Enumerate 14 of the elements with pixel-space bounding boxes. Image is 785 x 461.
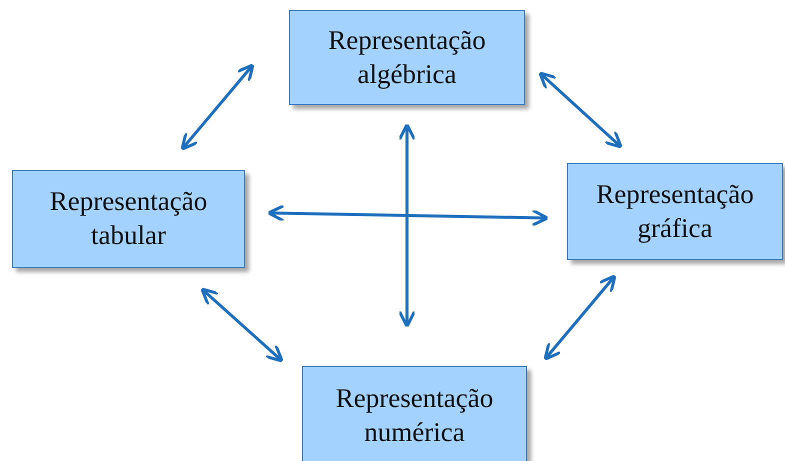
box-label: Representação algébrica	[327, 24, 487, 91]
process-box	[12, 170, 245, 268]
double-arrow	[200, 288, 284, 362]
double-arrow	[538, 72, 623, 148]
double-arrow	[398, 123, 416, 328]
process-box	[567, 163, 783, 260]
double-arrow	[544, 274, 616, 361]
box-label: Representação tabular	[48, 185, 208, 252]
box-label: Representação gráfica	[595, 178, 755, 245]
double-arrow	[267, 204, 549, 227]
process-box	[289, 10, 525, 105]
box-label: Representação numérica	[334, 382, 494, 449]
double-arrow	[180, 63, 254, 151]
process-box	[302, 366, 527, 461]
